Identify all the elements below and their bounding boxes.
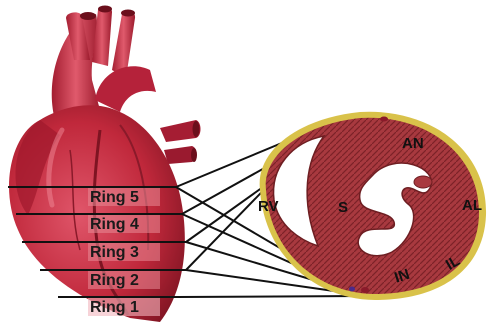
vessel-opening-2	[98, 6, 112, 13]
papillary-muscle	[414, 176, 432, 188]
vessel-opening-5	[191, 148, 197, 162]
vessel-opening-3	[121, 10, 135, 17]
region-an-label: AN	[402, 135, 424, 152]
leader-ring-1-bottom	[178, 296, 364, 297]
ring-5-label: Ring 5	[90, 189, 139, 206]
vessel-opening-1	[80, 12, 96, 20]
coronary-vessel-dot-1	[380, 117, 388, 122]
ring-2-label: Ring 2	[90, 272, 139, 289]
coronary-vessel-dot-2	[361, 287, 369, 293]
region-al-label: AL	[462, 197, 482, 214]
region-rv-label: RV	[258, 198, 279, 215]
ring-3-label: Ring 3	[90, 244, 139, 261]
region-s-label: S	[338, 199, 348, 216]
coronary-vessel-dot-3	[349, 287, 355, 292]
ring-4-label: Ring 4	[90, 216, 139, 233]
ring-1-label: Ring 1	[90, 299, 139, 316]
vessel-opening-4	[193, 121, 200, 137]
pulmonary-trunk-vessel	[95, 66, 156, 112]
